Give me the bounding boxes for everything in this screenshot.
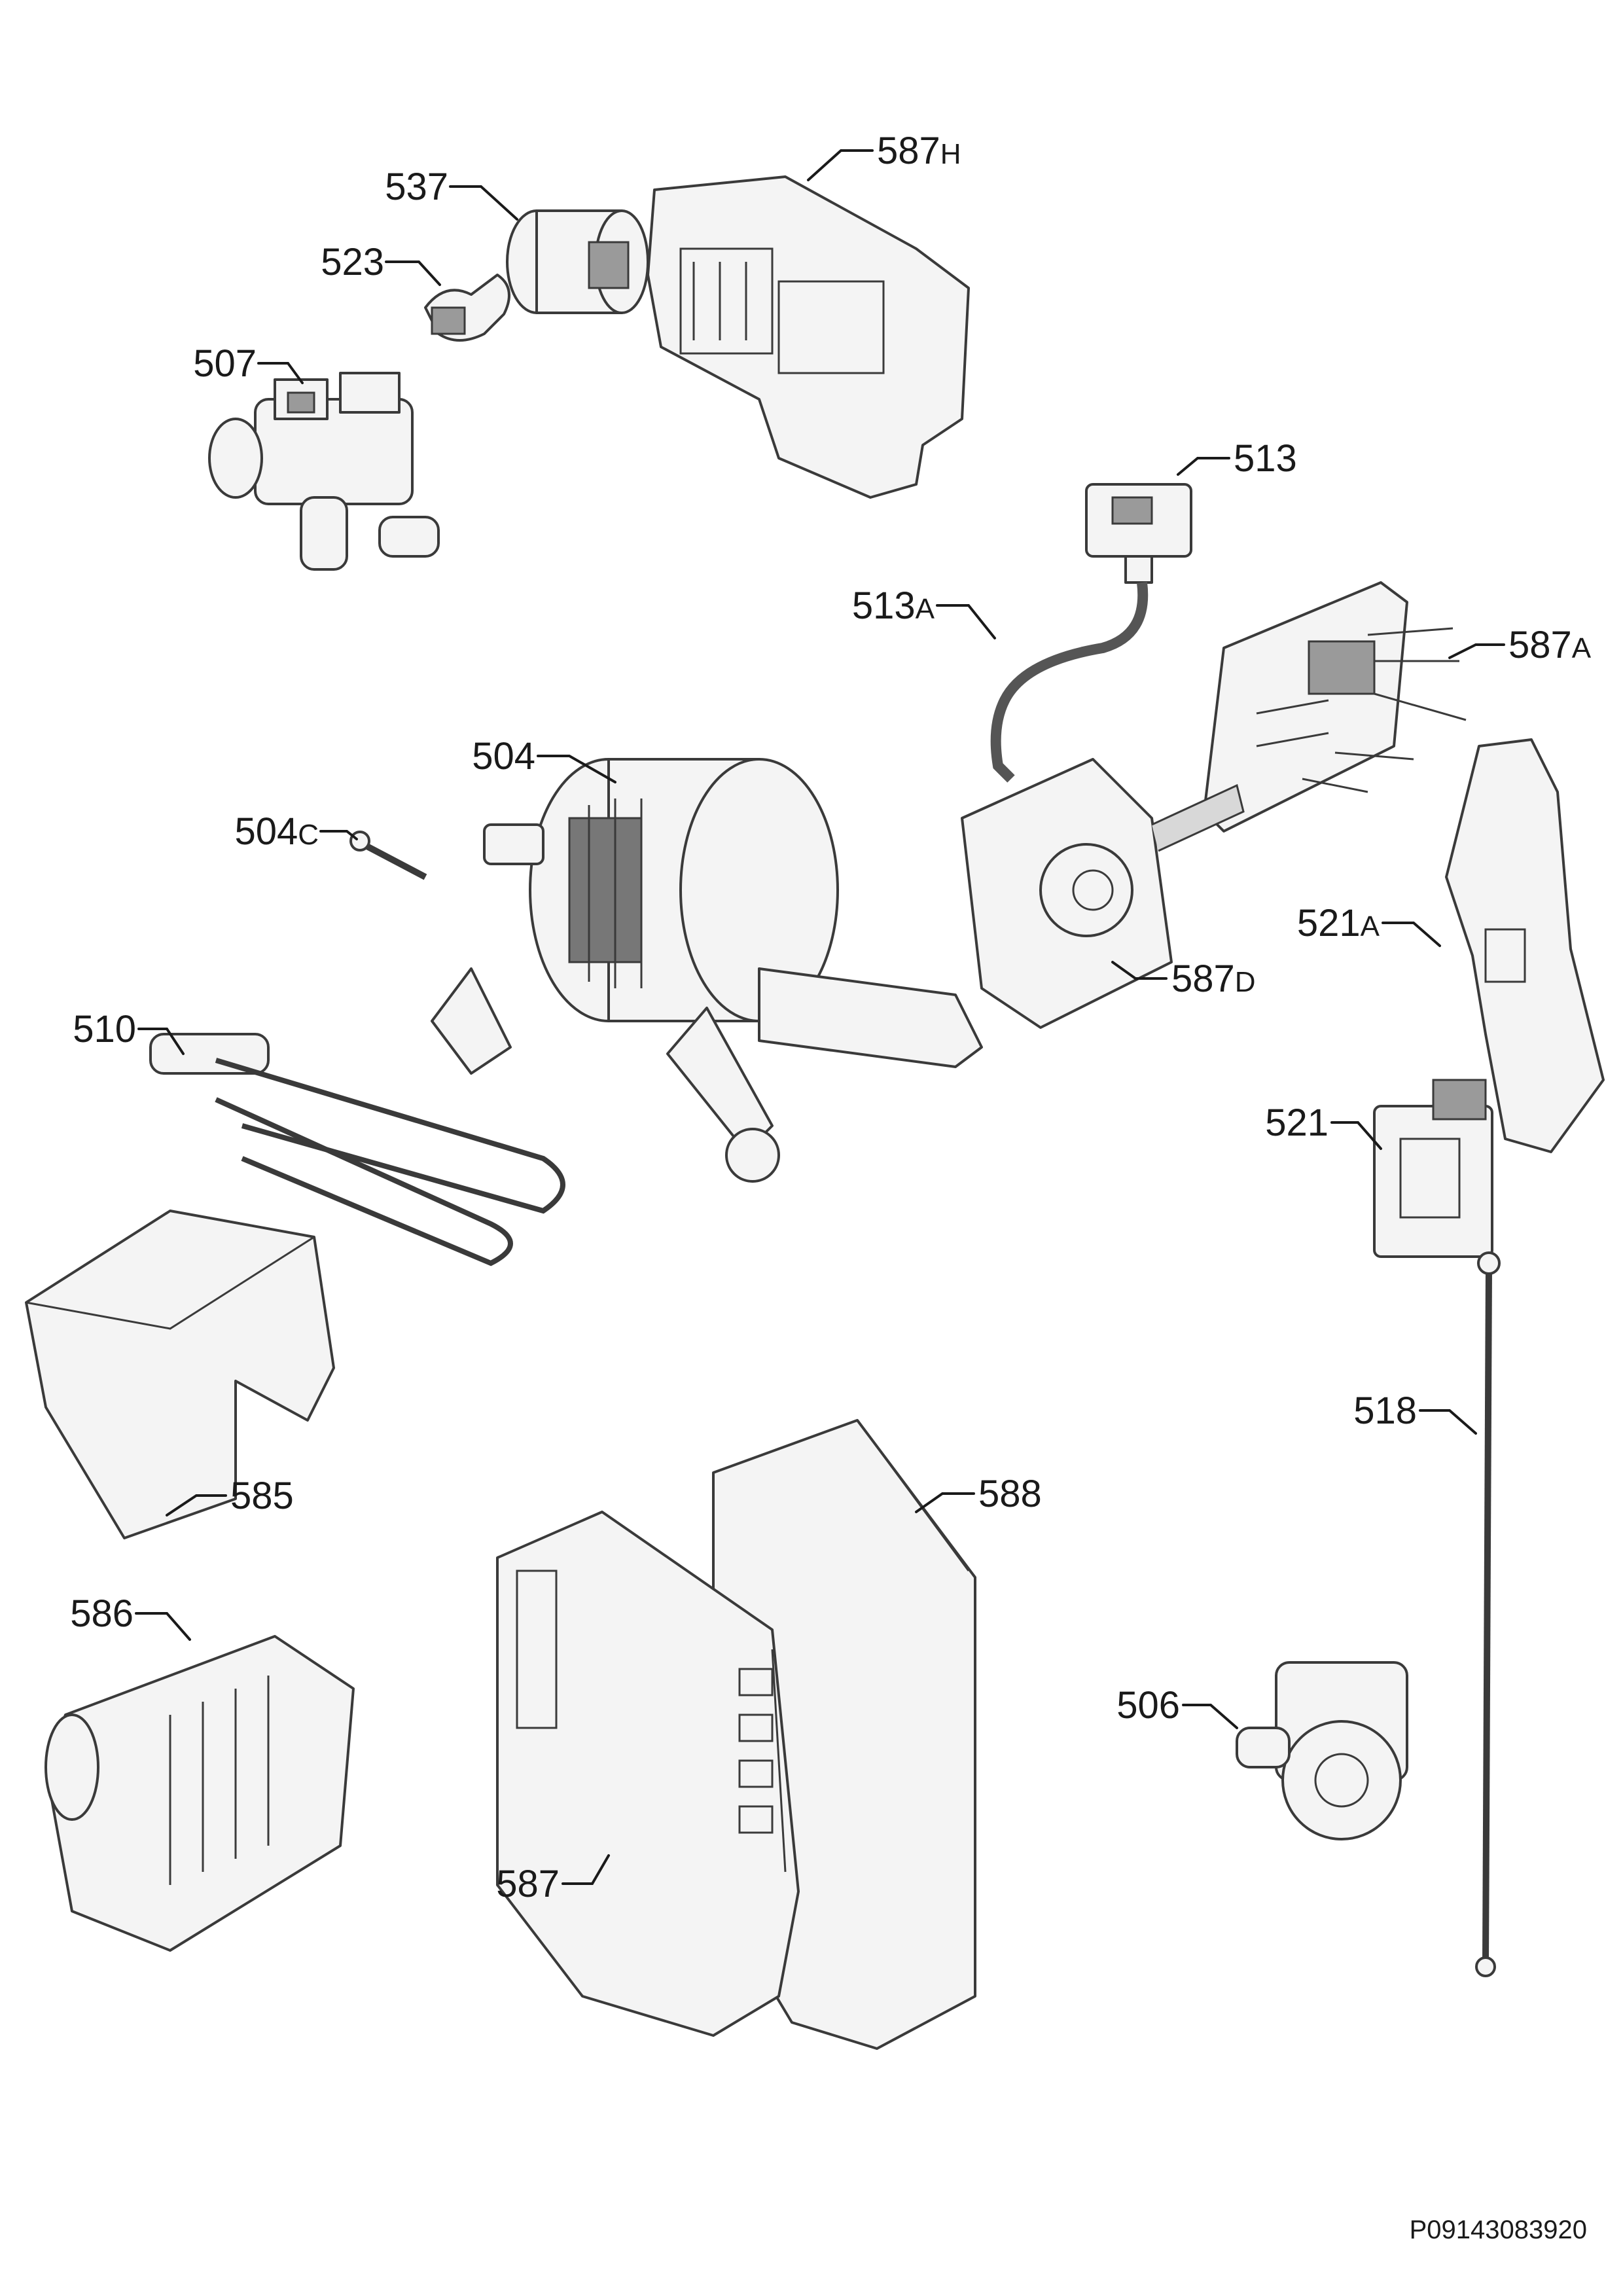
label-513A: 513A [852,584,935,627]
drawing-code: P09143083920 [1410,2215,1587,2244]
label-587D: 587D [1171,958,1256,1000]
label-513: 513 [1234,437,1297,480]
part-587A-board [1203,581,1467,833]
label-586: 586 [70,1592,134,1635]
label-588: 588 [978,1473,1042,1515]
label-587: 587 [496,1863,560,1905]
label-587H: 587H [877,130,961,172]
part-586-housing [45,1635,355,1952]
part-504C-screw [349,831,427,880]
part-523-clip [424,274,510,342]
part-506-drain-pump [1236,1661,1408,1840]
label-510: 510 [73,1008,136,1050]
label-587A: 587A [1508,624,1592,666]
part-521A-bracket [1445,738,1605,1153]
part-587H-housing [647,175,970,499]
part-504-motor [431,758,983,1183]
label-518: 518 [1353,1390,1417,1432]
label-523: 523 [321,241,384,283]
leader-lines [135,149,1505,1885]
part-507-inlet-valve [208,372,440,571]
part-510-heater [149,1033,565,1266]
part-585-cover [25,1210,335,1539]
part-513A-hose [990,582,1149,783]
label-506: 506 [1116,1684,1180,1727]
part-587-main-board [496,1511,800,2037]
label-521: 521 [1265,1102,1329,1144]
part-521-door-lock [1373,1079,1493,1258]
label-521A: 521A [1297,902,1380,944]
label-504: 504 [472,735,535,778]
part-587D-module [961,758,1245,1029]
part-537-filter [506,209,649,314]
label-507: 507 [193,342,257,385]
label-504C: 504C [234,810,319,853]
part-513-pressure-switch [1085,483,1192,584]
part-518-rod [1475,1251,1501,1977]
label-537: 537 [385,166,448,208]
label-585: 585 [230,1475,294,1517]
part-labels: 537 523 507 587H 513 513A 587A 504 504C … [70,130,1592,1905]
